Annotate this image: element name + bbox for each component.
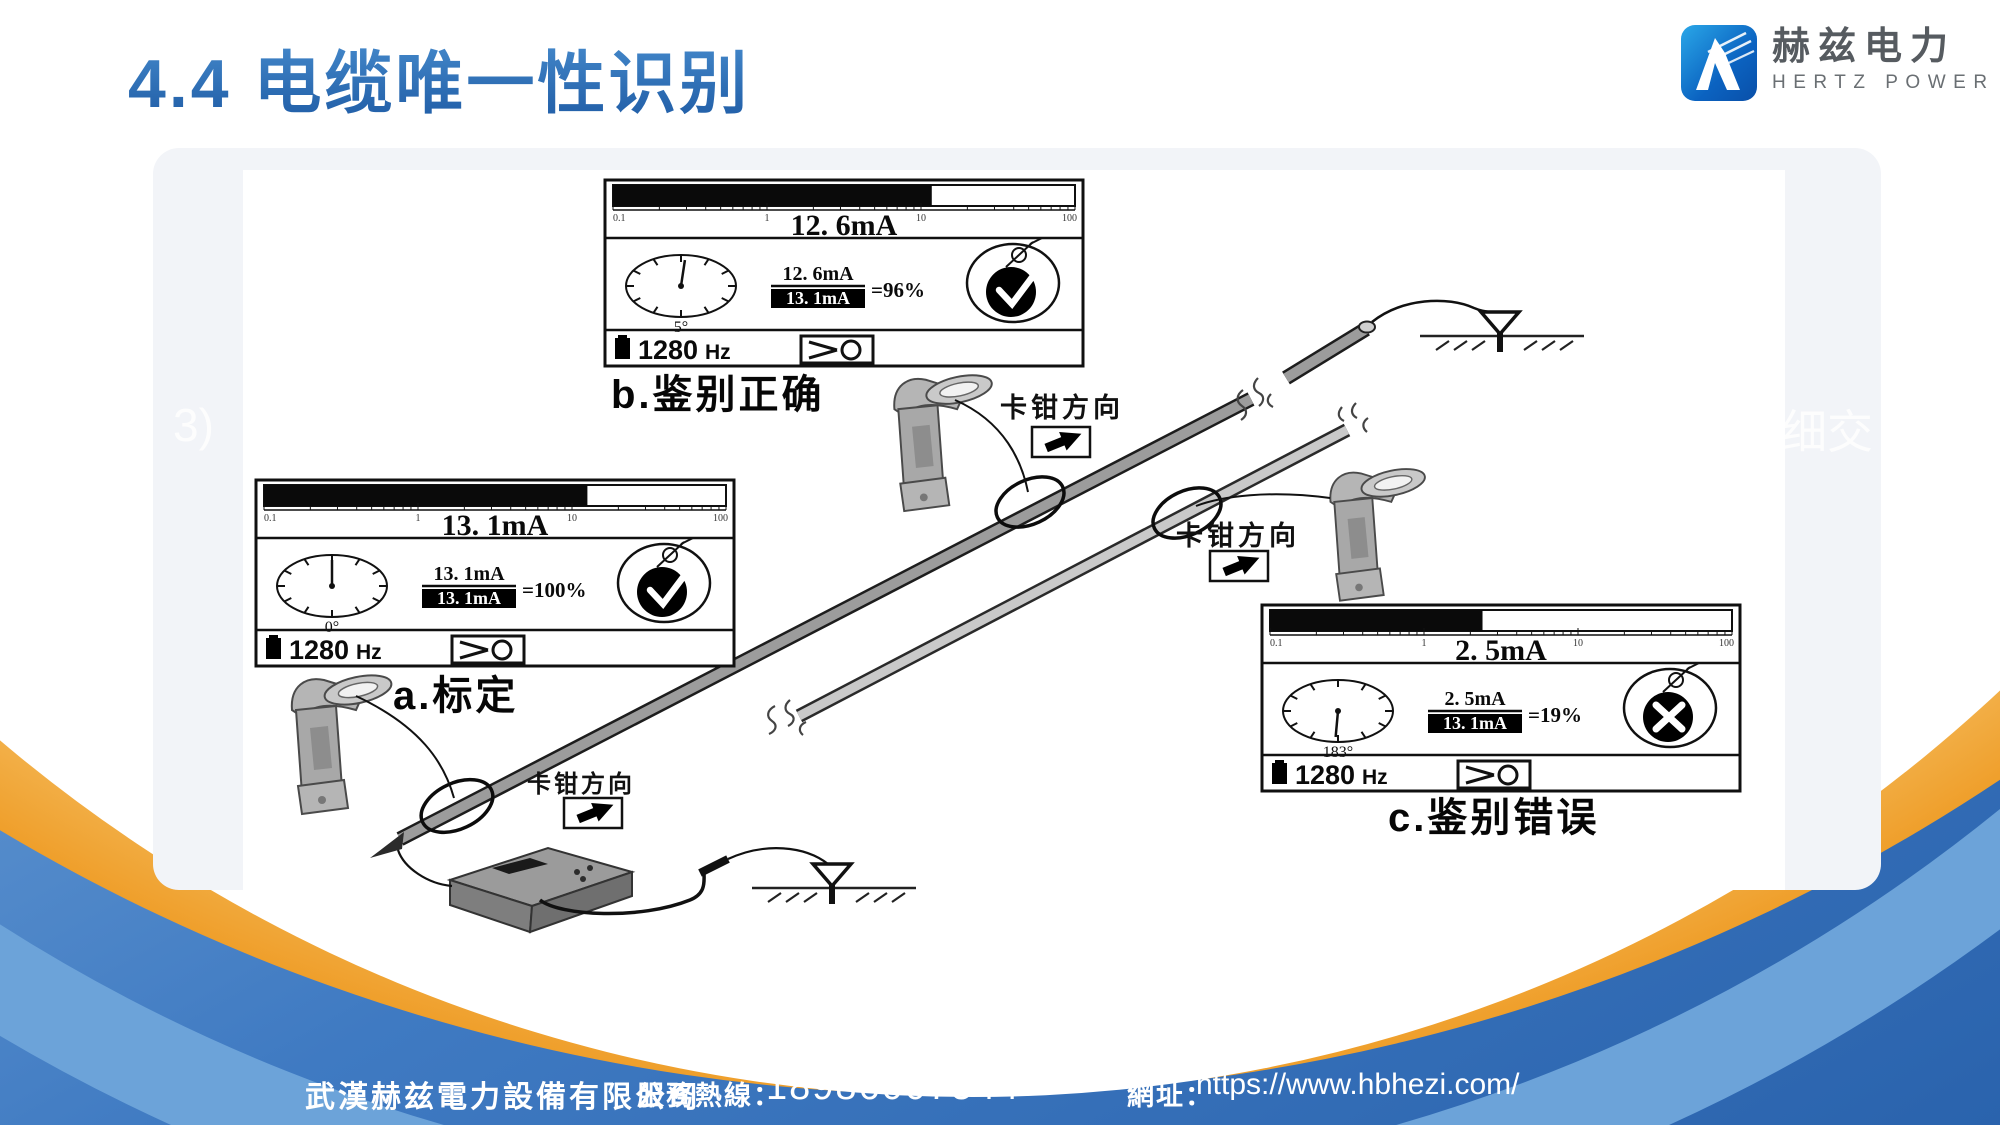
ghost-text-right: 细交 [1781,406,1873,458]
company-logo: 赫兹电力 HERTZ POWER [1680,24,1995,102]
footer-website-url[interactable]: https://www.hbhezi.com/ [1196,1068,1520,1101]
logo-name-cn: 赫兹电力 [1772,26,1957,68]
ghost-text-left: 3) [173,399,214,451]
page-title: 4.4 电缆唯一性识别 [128,28,750,127]
content-panel: 3) 细交 [153,148,1881,890]
footer-url-label: 網址： [1127,1081,1214,1111]
footer: 武漢赫兹電力設備有限公司 服務熱線： 18986007544 網址： https… [0,1066,2000,1116]
footer-hotline-label: 服務熱線： [637,1081,782,1111]
logo-name-en: HERTZ POWER [1772,72,1995,93]
footer-company-name: 武漢赫兹電力設備有限公司 [305,1081,701,1114]
diagram-canvas [243,170,1785,890]
logo-mark-icon [1681,25,1757,101]
footer-hotline-number[interactable]: 18986007544 [766,1066,1021,1108]
